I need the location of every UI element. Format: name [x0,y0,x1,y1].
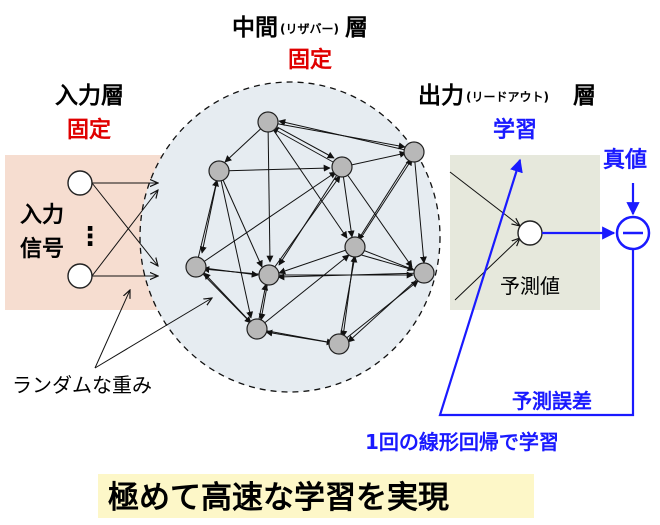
output-node [517,220,543,246]
random-weights-label: ランダムな重み [12,373,152,397]
input-fixed-label: 固定 [67,117,111,143]
reservoir-node [185,256,207,278]
output-layer-title: 出力 (リードアウト) 層 [418,83,596,109]
reservoir-node [257,111,279,133]
reservoir-node [258,264,280,286]
input-signal-label-2: 信号 [20,236,64,262]
reservoir-node [403,141,425,163]
hidden-fixed-label: 固定 [288,47,332,73]
reservoir-circle [139,81,441,393]
readout-connections [449,171,520,301]
svg-text:(リードアウト): (リードアウト) [466,90,549,104]
input-node-bottom [67,263,93,289]
input-node-top [67,170,93,196]
learning-flow [438,158,640,417]
reservoir-node [246,318,268,340]
input-signal-label: 入力 [20,203,64,228]
svg-text:層: 層 [345,15,368,41]
reservoir-node [328,333,350,355]
svg-text:中間: 中間 [232,15,278,41]
reservoir-node [344,236,366,258]
svg-text:層: 層 [573,83,596,109]
true-value-label: 真値 [603,147,647,173]
svg-text:(リザバー): (リザバー) [280,22,339,36]
input-connections [91,183,158,276]
hidden-layer-title: 中間 (リザバー) 層 [232,15,368,41]
reservoir-node [331,156,353,178]
banner-text: 極めて高速な学習を実現 [108,480,449,516]
reservoir-nodes [185,111,435,355]
banner-background [98,474,534,518]
regression-label: 1回の線形回帰で学習 [365,430,559,454]
prediction-label: 予測値 [500,274,560,298]
svg-text:出力: 出力 [418,83,464,109]
input-signal-dots: ⋮ [77,222,103,252]
output-learn-label: 学習 [493,117,537,143]
reservoir-node [208,160,230,182]
random-weights-arrows [94,290,212,369]
reservoir-node [413,262,435,284]
input-layer-title: 入力層 [55,83,124,109]
prediction-error-label: 予測誤差 [512,389,592,413]
